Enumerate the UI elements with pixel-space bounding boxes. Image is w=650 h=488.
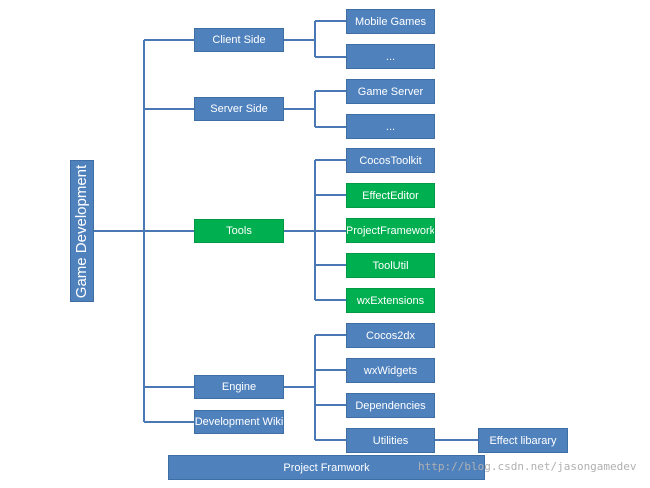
node-dependencies-label: Dependencies — [355, 399, 426, 412]
node-cocos2dx-label: Cocos2dx — [366, 329, 415, 342]
node-effect-editor-label: EffectEditor — [362, 189, 419, 202]
node-utilities[interactable]: Utilities — [346, 428, 435, 453]
node-cocos2dx[interactable]: Cocos2dx — [346, 323, 435, 348]
node-project-framework-label: ProjectFramework — [346, 224, 435, 237]
node-tools[interactable]: Tools — [194, 219, 284, 243]
node-development-wiki[interactable]: Development Wiki — [194, 410, 284, 434]
node-mobile-games[interactable]: Mobile Games — [346, 9, 435, 34]
node-tools-label: Tools — [226, 225, 252, 237]
node-wx-widgets[interactable]: wxWidgets — [346, 358, 435, 383]
node-cocos-toolkit-label: CocosToolkit — [359, 154, 422, 167]
root-node-game-development[interactable]: Game Development — [70, 160, 94, 302]
node-wx-widgets-label: wxWidgets — [363, 364, 418, 377]
node-server-more[interactable]: ... — [346, 114, 435, 139]
root-node-label: Game Development — [73, 164, 91, 298]
node-dependencies[interactable]: Dependencies — [346, 393, 435, 418]
node-tool-util[interactable]: ToolUtil — [346, 253, 435, 278]
node-game-server-label: Game Server — [357, 85, 424, 98]
node-effect-editor[interactable]: EffectEditor — [346, 183, 435, 208]
project-framework-bar-label: Project Framwork — [283, 461, 370, 474]
node-server-side[interactable]: Server Side — [194, 97, 284, 121]
node-client-more[interactable]: ... — [346, 44, 435, 69]
node-game-server[interactable]: Game Server — [346, 79, 435, 104]
node-client-side[interactable]: Client Side — [194, 28, 284, 52]
watermark-text: http://blog.csdn.net/jasongamedev — [418, 460, 637, 473]
node-engine-label: Engine — [221, 381, 257, 393]
node-project-framework[interactable]: ProjectFramework — [346, 218, 435, 243]
node-tool-util-label: ToolUtil — [372, 259, 409, 272]
node-effect-library[interactable]: Effect libarary — [478, 428, 568, 453]
node-mobile-games-label: Mobile Games — [355, 15, 426, 28]
node-client-more-label: ... — [385, 50, 396, 63]
project-framework-bar[interactable]: Project Framwork — [168, 455, 485, 480]
node-server-more-label: ... — [385, 120, 396, 133]
node-engine[interactable]: Engine — [194, 375, 284, 399]
node-wx-extensions[interactable]: wxExtensions — [346, 288, 435, 313]
node-effect-library-label: Effect libarary — [489, 434, 557, 447]
node-client-side-label: Client Side — [212, 34, 266, 46]
node-development-wiki-label: Development Wiki — [194, 416, 284, 428]
node-cocos-toolkit[interactable]: CocosToolkit — [346, 148, 435, 173]
node-wx-extensions-label: wxExtensions — [356, 294, 425, 307]
node-utilities-label: Utilities — [372, 434, 409, 447]
node-server-side-label: Server Side — [210, 103, 268, 115]
